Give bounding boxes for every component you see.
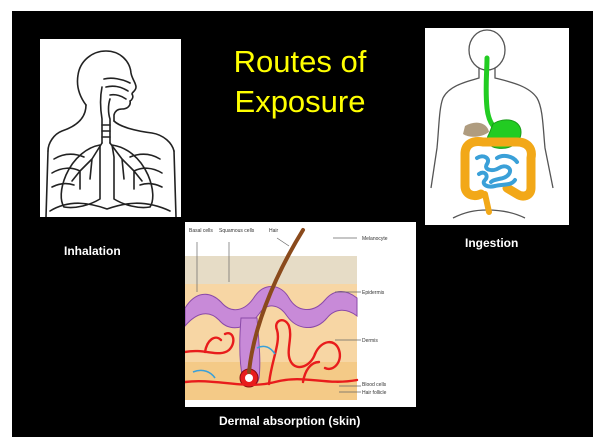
- digestive-system-icon: [425, 28, 569, 225]
- dermal-image: Basal cells Squamous cells Hair Melanocy…: [185, 222, 416, 407]
- dermis-label: Dermis: [362, 338, 378, 344]
- dermal-absorption-caption: Dermal absorption (skin): [219, 414, 360, 428]
- hair-follicle-label: Hair follicle: [362, 390, 387, 396]
- inhalation-caption: Inhalation: [64, 244, 121, 258]
- ingestion-image: [425, 28, 569, 225]
- ingestion-caption: Ingestion: [465, 236, 518, 250]
- slide-title: Routes of Exposure: [205, 42, 395, 122]
- epidermis-label: Epidermis: [362, 290, 385, 296]
- blood-cells-label: Blood cells: [362, 382, 387, 388]
- basal-cells-label: Basal cells: [189, 228, 213, 234]
- inhalation-image: [40, 39, 181, 217]
- skin-cross-section-icon: Basal cells Squamous cells Hair Melanocy…: [185, 222, 416, 407]
- respiratory-system-icon: [40, 39, 181, 217]
- hair-label: Hair: [269, 228, 279, 234]
- slide-title-text: Routes of Exposure: [234, 44, 367, 119]
- melanocyte-label: Melanocyte: [362, 236, 388, 242]
- squamous-cells-label: Squamous cells: [219, 228, 255, 234]
